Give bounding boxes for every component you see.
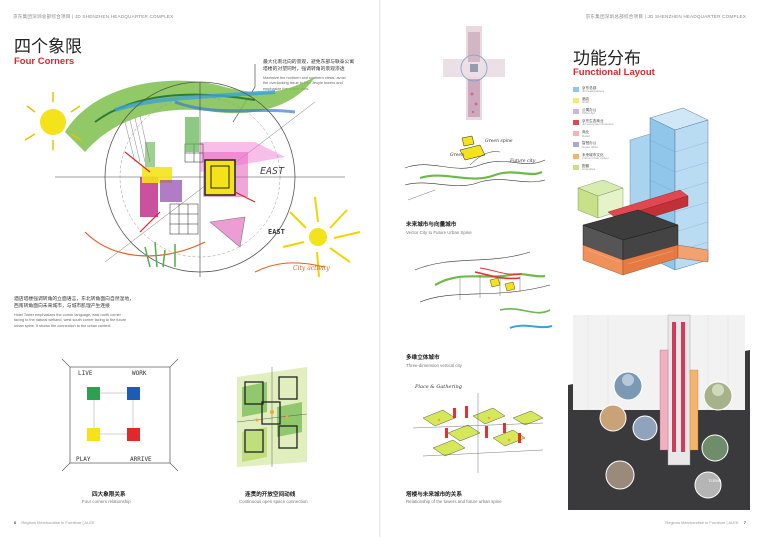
left-title-cn: 四个象限 (14, 37, 82, 57)
right-cap2-cn: 多维立体城市 (406, 355, 440, 361)
top-note-en-line3: emphasize the corner view. (263, 86, 310, 91)
legend-label-en: JD headquarters (582, 89, 605, 94)
top-note-cn-line1: 最大化南北向的景观，避免东部与联泰公寓 (263, 60, 355, 65)
desc-en-line3: urban spine. It shows the connection to … (14, 323, 112, 328)
sketch-label-green: Green (450, 152, 464, 158)
desc-en-line2: facing to the natural wetland, west sout… (14, 318, 127, 323)
legend-label-en: Office Apt. (582, 111, 596, 116)
towers-future-city-sketch: Place & Gathering (412, 384, 544, 473)
top-note-en-line1: Maximize the northern and southern views… (263, 76, 346, 80)
legend-swatch (573, 98, 579, 104)
tower-section-photo-collage: TLEMB (568, 314, 750, 510)
right-cap3-en: Relationship of the towers and future ur… (406, 499, 502, 504)
top-note-cn: 最大化南北向的景观，避免东部与联泰公寓 塔楼的对望同时，强调转角的景观渗透 (263, 59, 378, 73)
legend-label-cn: 酒店 (582, 97, 590, 102)
four-quadrants-sketch: LIVE WORK PLAY ARRIVE (61, 358, 179, 472)
legend-swatch (573, 109, 579, 115)
right-cap2-en: Three-dimension vertical city (406, 363, 462, 368)
desc-en-line1: Hotel Tower emphasizes the corner langua… (14, 313, 121, 317)
legend-label-cn: 智慧办公 (582, 141, 597, 146)
legend-swatch (573, 87, 579, 92)
sketch-label-east-top: EAST (260, 166, 285, 177)
sun-right-icon (282, 196, 361, 278)
four-corners-site-sketch: EAST EAST City activity (25, 64, 361, 278)
legend-swatch (573, 153, 579, 159)
desc-cn: 酒店塔楼强调转角的立面语言，东北转角面向自然湿地， 西南转角面向未来城市，与城市… (14, 296, 189, 310)
legend-label-cn: 未来城市文化 (582, 152, 604, 157)
legend-swatch (573, 142, 579, 148)
desc-cn-line2: 西南转角面向未来城市，与城市肌理产生连接 (14, 304, 110, 309)
quad-label-work: WORK (132, 370, 147, 377)
vertical-city-sketch (414, 251, 553, 329)
legend-swatch (573, 164, 579, 170)
legend-swatch (573, 131, 579, 137)
left-title-en: Four Corners (14, 56, 75, 67)
page-header-left: 京东集团深圳总部综合项目 | JD SHENZHEN HEADQUARTER C… (13, 14, 174, 19)
cap1-en: Four corners relationship (82, 499, 131, 504)
right-cap1-cn: 未来城市与向量城市 (406, 222, 457, 228)
desc-cn-line1: 酒店塔楼强调转角的立面语言，东北转角面向自然湿地， (14, 297, 134, 302)
legend-label-cn: 京东生态商业 (582, 119, 604, 124)
legend-label-en: JD ecosystem business (582, 122, 614, 127)
quad-label-play: PLAY (76, 456, 91, 463)
right-title-en: Functional Layout (573, 67, 655, 78)
cap2-cn: 连贯的开放空间动线 (245, 492, 296, 498)
legend-label-en: Smart office (582, 144, 598, 149)
sketch-label-city-activity: City activity (293, 265, 330, 272)
legend-label-en: Retail (582, 133, 590, 138)
right-cap1-en: Vector City to Future Urban Spine (406, 230, 472, 235)
sketch-label-east-mid: EAST (268, 228, 285, 236)
footer-left-page-number: 6 (14, 520, 17, 525)
right-title-cn: 功能分布 (573, 49, 641, 69)
footer-right-text: Regions Merchandise in Furniture | ALEE (665, 520, 739, 525)
sketch-label-future-city: Future city (509, 158, 536, 164)
cap1-cn: 四大象限关系 (92, 492, 126, 498)
top-note-cn-line2: 塔楼的对望同时，强调转角的景观渗透 (263, 67, 345, 72)
quad-label-live: LIVE (78, 370, 93, 377)
cross-photo-sketch (443, 26, 505, 120)
legend-label-cn: 公寓办公 (582, 108, 597, 113)
page-header-right: 京东集团深圳总部综合项目 | JD SHENZHEN HEADQUARTER C… (585, 14, 746, 19)
sketch-label-green-spine: Green spine (485, 138, 513, 144)
quad-label-arrive: ARRIVE (130, 456, 152, 463)
right-cap3-cn: 塔楼与未来城市的关系 (406, 492, 462, 498)
footer-right: Regions Merchandise in Furniture | ALEE … (665, 520, 746, 525)
functional-massing-axonometric (577, 107, 709, 276)
legend-label-en: Amenities (582, 166, 596, 171)
sketch-label-place: Place & Gathering (414, 384, 462, 390)
legend-label-cn: 商业 (582, 130, 590, 135)
open-space-connection-sketch (236, 367, 308, 467)
legend-label-en: Hotel (582, 100, 590, 105)
legend-label-cn: 京东总部 (582, 86, 597, 90)
legend-label-cn: 配套 (582, 163, 590, 168)
green-spine-sketch: Green spine Future city Green (404, 135, 546, 201)
footer-left-text: Regions Merchandise in Furniture | ALEE (21, 520, 95, 525)
footer-right-page-number: 7 (743, 520, 746, 525)
desc-en: Hotel Tower emphasizes the corner langua… (14, 313, 189, 329)
footer-left: 6 Regions Merchandise in Furniture | ALE… (14, 520, 95, 525)
legend-swatch (573, 120, 579, 126)
photo-label: TLEMB (708, 478, 722, 483)
legend-label-en: Future urban culture (582, 155, 610, 160)
sun-left-icon (25, 92, 82, 150)
page-gutter (379, 0, 381, 537)
cap2-en: Continuous open space connection (239, 499, 308, 504)
